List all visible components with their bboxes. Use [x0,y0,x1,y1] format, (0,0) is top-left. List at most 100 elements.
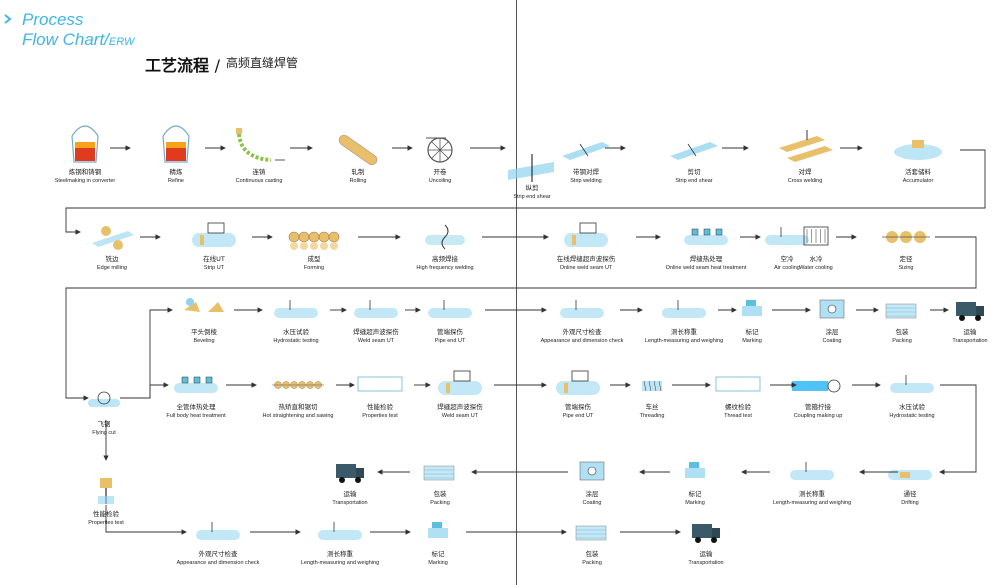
step-label-cn: 运输 [344,489,358,498]
step-label-cn: 标记 [689,489,703,498]
heat-icon [174,376,218,393]
step-label-cn: 全管体热处理 [177,402,217,411]
step-label-en: Appearance and dimension check [177,560,260,566]
step-label-en: Air cooling [774,265,800,271]
step-label-en: Weld seam UT [442,413,479,419]
step-label-en: Steelmaking in converter [55,178,116,184]
thread-icon [642,380,662,392]
step-label-en: Refine [168,178,184,184]
step-label-cn: 平头倒棱 [191,327,218,336]
brand-line2: Flow Chart/ERW [22,30,135,49]
step-label-cn: 成型 [308,254,322,263]
ladle-icon [71,125,99,163]
step-label-en: Water cooling [799,265,832,271]
step-label-en: Pipe end UT [563,413,594,419]
step-label-cn: 运输 [700,549,714,558]
step-label-en: Packing [892,338,912,344]
step-label-en: Continuous casting [236,178,283,184]
step-label-cn: 定径 [900,254,914,263]
step-label-en: Strip welding [570,178,602,184]
connector-test-row6 [105,505,187,535]
ut-icon [192,222,236,247]
hf-weld-icon [425,224,465,250]
step-label-cn: 热矫直和锯切 [279,402,319,411]
shear-icon [508,154,554,182]
step-label-cn: 高频焊接 [432,254,459,263]
brand: Process Flow Chart/ERW [0,10,200,50]
step-label-en: Flying cut [92,430,116,436]
truck-icon [956,302,984,321]
step-label-en: Coupling making up [794,413,843,419]
step-label-en: Transportation [332,500,367,506]
step-label-cn: 通径 [904,489,918,498]
step-label-en: Marking [742,338,762,344]
pipe-icon [790,462,834,480]
step-label-cn: 涂层 [586,489,600,498]
step-label-cn: 对焊 [799,167,813,176]
step-label-en: Uncoiling [429,178,452,184]
pipe-icon [765,227,809,245]
mill-icon [92,226,134,250]
step-label-cn: 开卷 [434,167,448,176]
step-label-cn: 测长称重 [327,549,354,558]
page-title: 工艺流程 / [145,56,220,75]
pipe-icon [890,375,934,393]
pack-icon [575,525,607,541]
mark-icon [428,522,448,538]
coil-icon [426,137,453,163]
ut-icon [564,222,608,247]
step-r4-2: 热矫直和锯切 Hot straightening and sawing [263,381,334,419]
step-label-cn: 测长称重 [799,489,826,498]
accumulator-icon [894,140,942,160]
step-label-en: Length-measuring and weighing [645,338,723,344]
step-label-en: Length-measuring and weighing [773,500,851,506]
heat-icon [684,228,728,245]
step-label-cn: 水压试验 [283,327,310,336]
ut-icon [438,370,482,395]
pack-icon [423,465,455,481]
step-label-cn: 焊缝超声波探伤 [353,327,399,336]
step-label-en: Accumulator [903,178,934,184]
saw-icon [88,391,120,407]
step-label-cn: 空冷 [781,254,795,263]
step-label-cn: 包装 [586,549,600,558]
straighten-icon [272,381,324,389]
pipe-icon [560,300,604,318]
step-label-en: Thread test [724,413,752,419]
step-label-en: Strip end shear [513,194,550,200]
page-subtitle: 高频直缝焊管 [226,56,299,70]
pack-icon [885,303,917,319]
step-label-cn: 炼钢和铸钢 [69,167,102,176]
step-label-en: Hot straightening and sawing [263,413,334,419]
step-label-cn: 活套储料 [905,167,932,176]
step-label-cn: 涂层 [826,327,840,336]
step-label-en: Strip end shear [675,178,712,184]
step-label-cn: 精炼 [170,167,184,176]
coating-icon [579,461,605,481]
step-label-en: Drifting [901,500,918,506]
step-r5-1: 运输 Transportation [332,464,368,506]
step-label-en: Edge milling [97,265,127,271]
truck-icon [692,524,720,543]
step-label-cn: 管箍拧接 [805,402,832,411]
title-separator: / [214,56,220,75]
step-r1-1: 炼钢和铸钢 Steelmaking in converter [55,125,116,184]
label-icon [715,376,761,392]
step-label-cn: 包装 [896,327,910,336]
